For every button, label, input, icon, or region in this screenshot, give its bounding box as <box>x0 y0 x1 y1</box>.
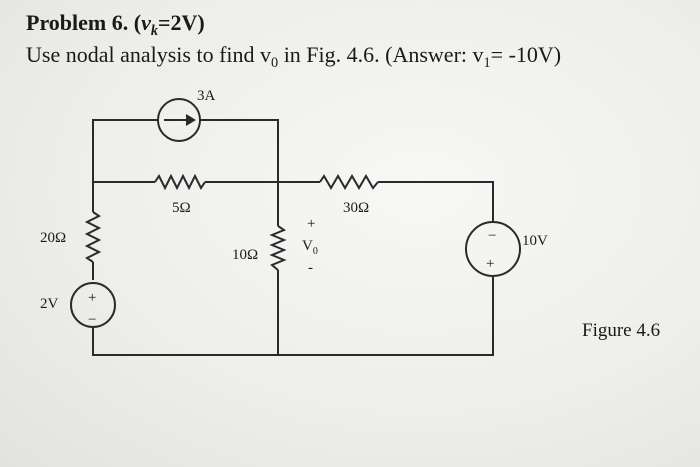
vo-minus-sign: - <box>308 260 313 276</box>
given-open: ( <box>133 10 142 35</box>
resistor-30-ohm <box>319 174 379 190</box>
problem-title: Problem 6. (vk=2V) <box>26 10 205 39</box>
current-source-label: 3A <box>197 88 216 104</box>
vo-plus-sign: + <box>307 216 315 232</box>
given-subscript: k <box>150 23 158 39</box>
figure-caption: Figure 4.6 <box>582 320 660 341</box>
instruction-part-b: in Fig. 4.6. (Answer: v <box>278 42 484 67</box>
given-variable: v <box>141 10 151 35</box>
wire-top-left <box>92 119 158 182</box>
vsrc-2v-plus: + <box>88 290 96 306</box>
problem-heading: Problem 6. <box>26 10 129 35</box>
resistor-10-label: 10Ω <box>232 247 258 263</box>
wire-top-right <box>200 119 279 182</box>
wire-left-lower <box>92 277 494 356</box>
resistor-30-label: 30Ω <box>343 200 369 216</box>
resistor-20-ohm <box>84 211 102 263</box>
vsrc-2v-minus: − <box>88 312 96 328</box>
vsrc-10v-label: 10V <box>522 233 548 249</box>
resistor-20-label: 20Ω <box>40 230 66 246</box>
wire-mid-right <box>378 181 494 222</box>
voltage-source-10v <box>465 221 521 277</box>
vsrc-10v-plus: + <box>486 256 494 272</box>
instruction-text: Use nodal analysis to find v0 in Fig. 4.… <box>26 42 562 71</box>
instruction-part-c: = -10V) <box>490 42 562 67</box>
vsrc-10v-minus: − <box>488 228 496 244</box>
resistor-5-ohm <box>154 173 206 191</box>
resistor-10-ohm <box>269 225 287 271</box>
instruction-part-a: Use nodal analysis to find v <box>26 42 272 67</box>
vo-label: V0 <box>302 238 318 257</box>
current-source <box>157 98 201 142</box>
instruction-sub-o: 0 <box>271 55 279 71</box>
instruction-sub-1: 1 <box>483 55 491 71</box>
resistor-5-label: 5Ω <box>172 200 191 216</box>
given-value: =2V) <box>158 10 205 35</box>
vsrc-2v-label: 2V <box>40 296 59 312</box>
